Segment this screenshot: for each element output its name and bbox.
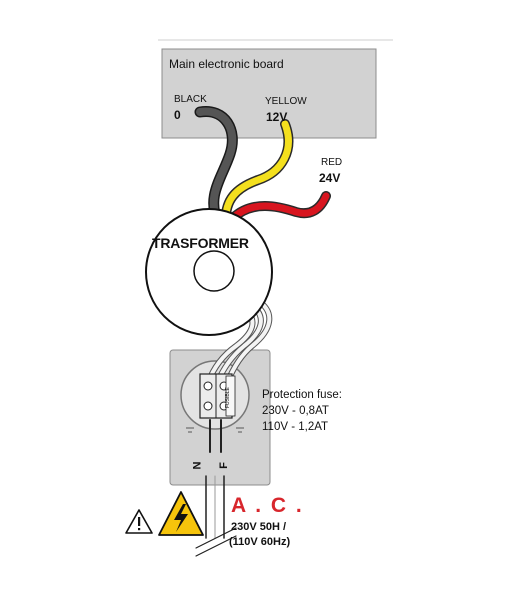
supply-title: A . C .	[231, 494, 304, 517]
supply-230v: 230V 50H /	[231, 521, 287, 533]
wire-yellow-name: YELLOW	[265, 96, 307, 107]
wire-red-name: RED	[321, 157, 343, 168]
terminal-phase-label: F	[217, 462, 230, 469]
wire-black-voltage: 0	[174, 108, 181, 122]
protection-fuse-230v: 230V - 0,8AT	[262, 405, 329, 417]
wire-black-name: BLACK	[174, 94, 207, 105]
high-voltage-icon	[158, 491, 204, 536]
protection-fuse-title: Protection fuse:	[262, 389, 342, 401]
terminal-block	[199, 373, 236, 419]
supply-110v: (110V 60Hz)	[229, 536, 291, 548]
wire-black	[196, 107, 237, 226]
transformer-label: TRASFORMER	[152, 235, 249, 251]
warning-triangle-icon	[125, 509, 153, 534]
transformer	[145, 208, 273, 336]
protection-fuse-110v: 110V - 1,2AT	[262, 421, 329, 433]
transformer-core-hole	[193, 250, 235, 292]
secondary-wires	[194, 106, 331, 229]
fuse-element	[225, 375, 236, 417]
wire-yellow-voltage: 12V	[266, 110, 288, 124]
wire-yellow	[222, 120, 292, 228]
wire-red	[229, 192, 330, 222]
wire-red-voltage: 24V	[319, 171, 341, 185]
ground-marks	[186, 427, 244, 433]
screw-icon	[203, 381, 213, 391]
terminal-neutral-label: N	[191, 461, 204, 470]
mains-cable	[195, 419, 237, 557]
main-board	[161, 48, 377, 139]
screw-icon	[203, 401, 213, 411]
board-title: Main electronic board	[169, 57, 284, 71]
fusible-label: FUSIBLE	[225, 387, 231, 408]
